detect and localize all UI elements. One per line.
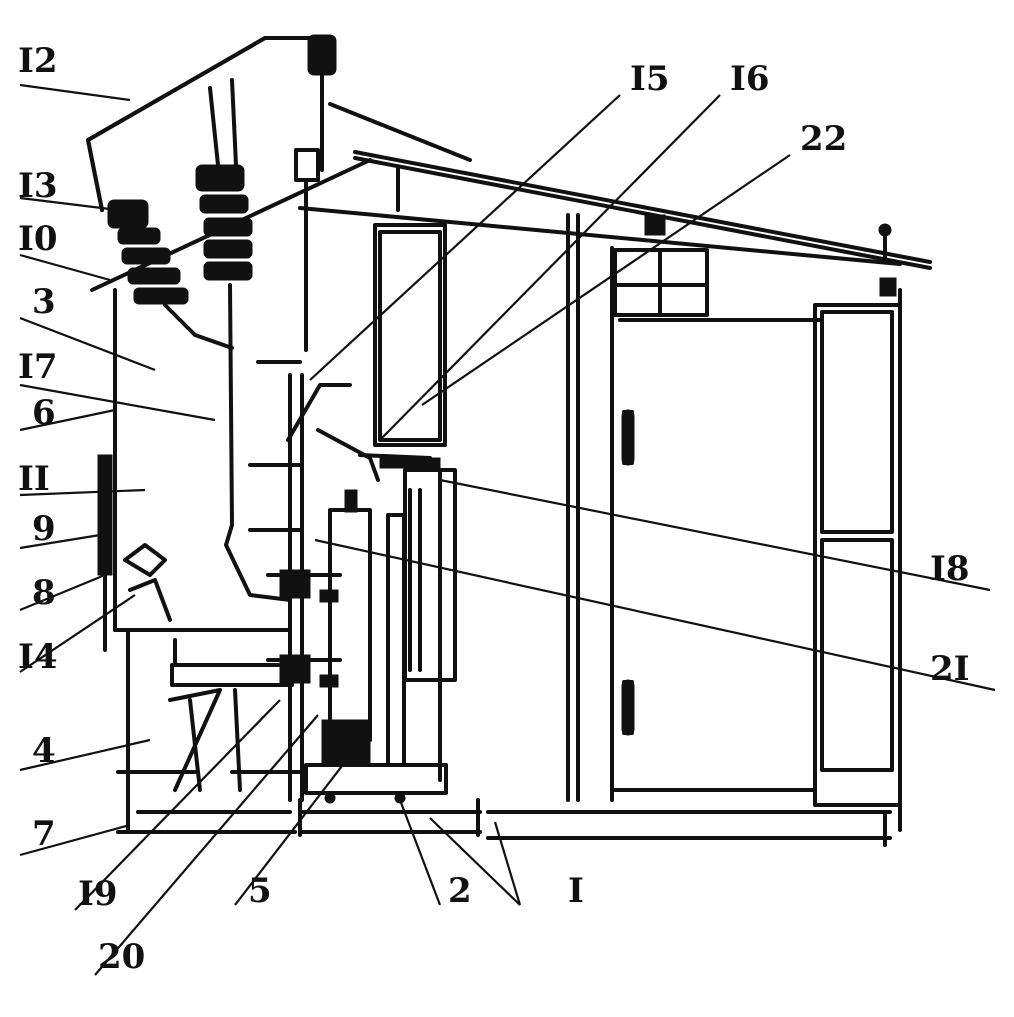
- label-8: 8: [32, 573, 56, 613]
- label-I3: I3: [18, 166, 58, 206]
- label-2I: 2I: [930, 649, 970, 689]
- label-I6: I6: [730, 59, 770, 99]
- label-5: 5: [248, 871, 272, 911]
- label-3: 3: [32, 282, 56, 322]
- transformer-tank: [97, 288, 302, 834]
- label-9: 9: [32, 509, 56, 549]
- label-2: 2: [448, 871, 472, 911]
- left-bushing: [107, 199, 234, 350]
- label-I9: I9: [78, 874, 118, 914]
- lightning-arrester: [294, 148, 320, 352]
- label-I4: I4: [18, 637, 58, 677]
- label-6: 6: [32, 393, 56, 433]
- label-20: 20: [98, 937, 145, 977]
- leader-lines: [19, 83, 996, 976]
- label-I0: I0: [18, 219, 58, 259]
- label-I8: I8: [930, 549, 970, 589]
- label-I5: I5: [630, 59, 670, 99]
- label-I: I: [568, 871, 584, 911]
- label-I7: I7: [18, 347, 58, 387]
- overhead-busbar: [86, 36, 332, 212]
- label-7: 7: [32, 814, 56, 854]
- callout-labels: I2 I3 I0 3 I7 6 II 9 8 I4 4 7 I9 20 5 2 …: [18, 41, 970, 977]
- label-22: 22: [800, 119, 847, 159]
- center-bushing: [195, 164, 292, 602]
- top-insulator: [307, 34, 337, 172]
- label-II: II: [18, 459, 50, 499]
- label-4: 4: [32, 731, 56, 771]
- switchgear-compartment: [248, 223, 482, 837]
- label-I2: I2: [18, 41, 58, 81]
